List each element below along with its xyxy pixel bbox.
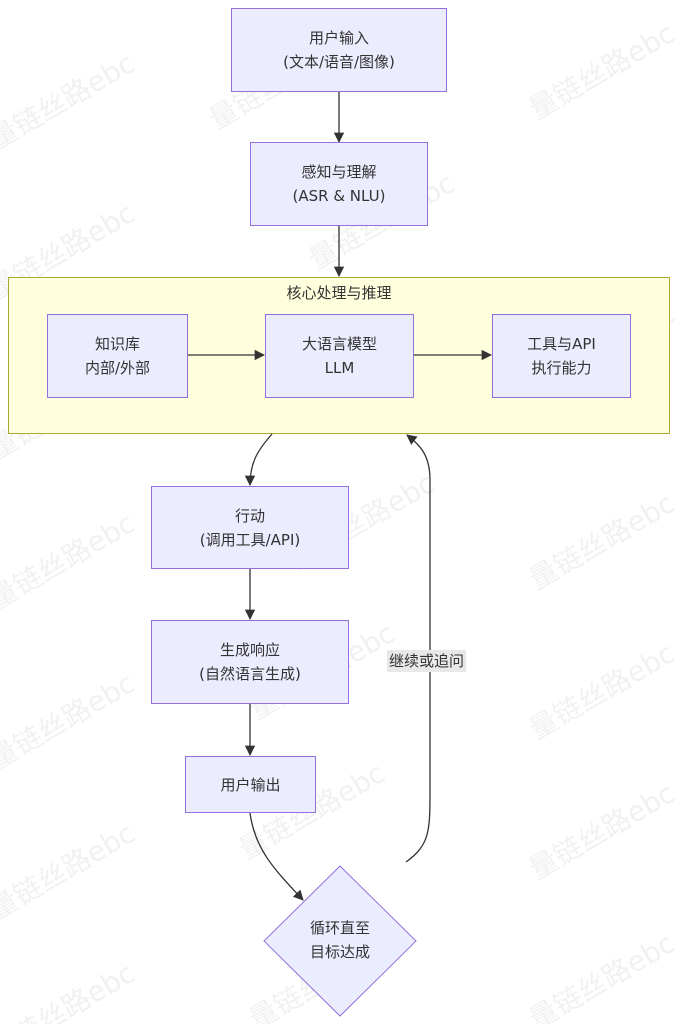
node-knowledge-line1: 知识库 — [94, 335, 140, 353]
node-output-line1: 用户输出 — [220, 775, 281, 794]
node-user-output: 用户输出 — [185, 756, 316, 813]
cluster-title: 核心处理与推理 — [286, 284, 392, 302]
node-response: 生成响应 (自然语言生成) — [151, 620, 349, 704]
loop-decision-diamond — [263, 865, 417, 1017]
node-tools-line1: 工具与API — [527, 335, 596, 353]
node-action-line1: 行动 — [234, 506, 265, 525]
node-tools-api: 工具与API 执行能力 — [492, 314, 631, 398]
edge-label-continue: 继续或追问 — [387, 650, 467, 672]
node-response-line2: (自然语言生成) — [199, 665, 301, 683]
node-action: 行动 (调用工具/API) — [151, 486, 349, 569]
edge-output-to-loop — [249, 812, 304, 901]
node-tools-line2: 执行能力 — [531, 359, 592, 377]
edge-loop-to-core — [405, 434, 431, 863]
node-perception-line1: 感知与理解 — [301, 163, 377, 181]
node-user-input-line1: 用户输入 — [308, 29, 369, 47]
loop-decision-label: 循环直至 目标达成 — [290, 914, 390, 966]
node-perception-line2: (ASR & NLU) — [292, 187, 386, 205]
node-llm-line2: LLM — [324, 359, 355, 377]
node-llm: 大语言模型 LLM — [265, 314, 414, 398]
node-response-line1: 生成响应 — [219, 641, 280, 659]
loop-line1: 循环直至 — [309, 919, 370, 937]
node-perception: 感知与理解 (ASR & NLU) — [250, 142, 428, 226]
edge-core-to-action — [244, 433, 273, 487]
loop-line2: 目标达成 — [309, 943, 370, 961]
node-user-input-line2: (文本/语音/图像) — [283, 53, 395, 71]
node-knowledge-base: 知识库 内部/外部 — [47, 314, 188, 398]
node-user-input: 用户输入 (文本/语音/图像) — [231, 8, 447, 92]
node-knowledge-line2: 内部/外部 — [84, 359, 151, 377]
node-action-line2: (调用工具/API) — [199, 530, 301, 549]
node-llm-line1: 大语言模型 — [301, 335, 377, 353]
